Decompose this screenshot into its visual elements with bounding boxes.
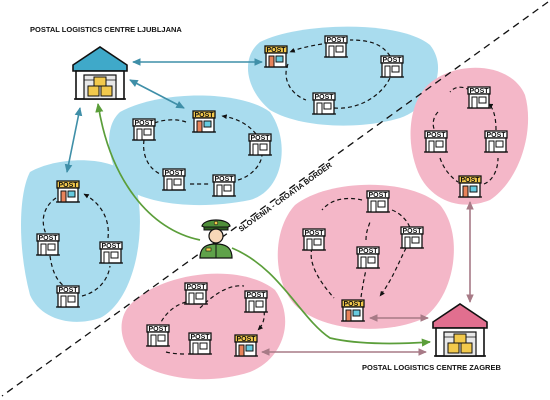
zagreb-label: POSTAL LOGISTICS CENTRE ZAGREB	[362, 363, 501, 372]
post-office-icon: POST	[98, 241, 124, 264]
post-office-icon: POST	[323, 35, 349, 58]
svg-text:POST: POST	[246, 292, 266, 299]
post-office-icon: POST	[365, 190, 391, 213]
route-to-ljubljana	[95, 102, 201, 241]
post-office-icon: POST	[379, 55, 405, 78]
zagreb-hub	[432, 303, 488, 357]
post-office-icon: POST	[399, 226, 425, 249]
zone-hr-north	[410, 67, 529, 205]
svg-text:POST: POST	[164, 170, 184, 177]
svg-text:POST: POST	[194, 112, 214, 119]
post-office-icon: POST	[233, 334, 259, 357]
post-office-icon: POST	[211, 174, 237, 197]
svg-text:POST: POST	[460, 177, 480, 184]
post-offices-croatia: POST POST POST POST POST POST POST POST …	[145, 86, 509, 357]
post-office-icon: POST	[55, 180, 81, 203]
svg-text:POST: POST	[134, 120, 154, 127]
svg-text:POST: POST	[426, 132, 446, 139]
delivery-loops	[42, 39, 499, 355]
svg-text:POST: POST	[148, 326, 168, 333]
svg-text:POST: POST	[368, 192, 388, 199]
svg-text:POST: POST	[214, 176, 234, 183]
svg-text:POST: POST	[358, 248, 378, 255]
svg-text:POST: POST	[314, 94, 334, 101]
loop-hr-north	[432, 86, 499, 185]
post-office-icon: POST	[131, 118, 157, 141]
post-office-icon: POST	[340, 299, 366, 322]
post-office-icon: POST	[301, 228, 327, 251]
ljubljana-label: POSTAL LOGISTICS CENTRE LJUBLJANA	[30, 25, 182, 34]
post-office-icon: POST	[247, 133, 273, 156]
border-crossing-route	[95, 102, 432, 347]
post-offices-slovenia: POST POST POST POST POST POST POST POST …	[35, 35, 405, 308]
post-office-icon: POST	[161, 168, 187, 191]
svg-text:POST: POST	[38, 235, 58, 242]
loop-si-north	[286, 39, 391, 109]
post-office-icon: POST	[183, 282, 209, 305]
post-office-icon: POST	[35, 233, 61, 256]
post-office-icon: POST	[483, 130, 509, 153]
svg-text:POST: POST	[326, 37, 346, 44]
post-office-icon: POST	[457, 175, 483, 198]
route-to-zagreb	[231, 247, 432, 347]
post-office-icon: POST	[243, 290, 269, 313]
svg-text:POST: POST	[402, 228, 422, 235]
post-office-icon: POST	[191, 110, 217, 133]
svg-text:POST: POST	[486, 132, 506, 139]
svg-text:POST: POST	[101, 243, 121, 250]
post-office-icon: POST	[466, 86, 492, 109]
post-office-icon: POST	[311, 92, 337, 115]
link-lj-west	[64, 107, 83, 173]
zone-si-west	[21, 160, 140, 322]
post-office-icon: POST	[55, 285, 81, 308]
post-office-icon: POST	[187, 332, 213, 355]
post-office-icon: POST	[423, 130, 449, 153]
hub-links	[64, 58, 474, 356]
svg-text:POST: POST	[58, 182, 78, 189]
svg-text:POST: POST	[382, 57, 402, 64]
link-lj-middle	[129, 79, 185, 109]
svg-text:POST: POST	[469, 88, 489, 95]
loop-hr-centre	[310, 197, 411, 305]
ljubljana-hub	[72, 46, 128, 100]
svg-text:POST: POST	[266, 47, 286, 54]
svg-text:POST: POST	[304, 230, 324, 237]
post-office-icon: POST	[263, 45, 289, 68]
customs-officer-icon	[199, 219, 233, 259]
svg-text:POST: POST	[236, 336, 256, 343]
svg-text:POST: POST	[186, 284, 206, 291]
svg-text:POST: POST	[58, 287, 78, 294]
post-office-icon: POST	[355, 246, 381, 269]
warehouse-icon-zagreb	[432, 303, 488, 357]
warehouse-icon-ljubljana	[72, 46, 128, 100]
svg-text:POST: POST	[250, 135, 270, 142]
post-office-icon: POST	[145, 324, 171, 347]
svg-text:POST: POST	[343, 301, 363, 308]
svg-text:POST: POST	[190, 334, 210, 341]
